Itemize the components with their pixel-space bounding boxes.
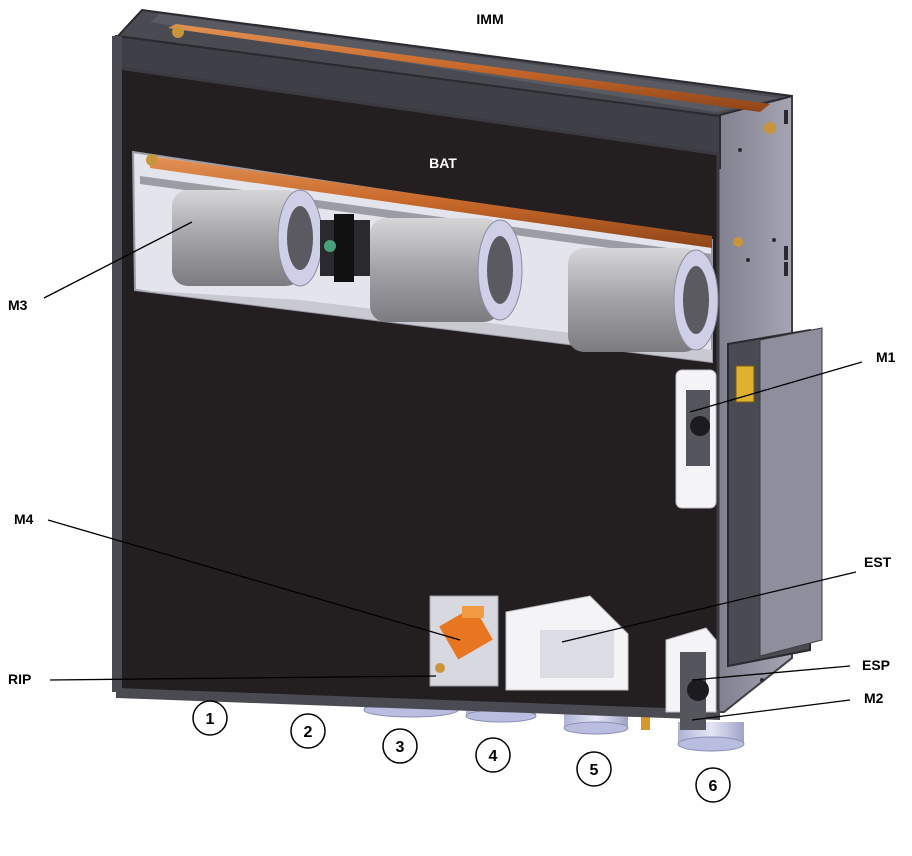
bottom-frame: [116, 688, 720, 720]
leader-rip: [49, 675, 437, 681]
callout-2: 2: [290, 713, 326, 749]
callout-5: 5: [576, 751, 612, 787]
leader-lines: [43, 221, 863, 721]
label-est: EST: [864, 554, 892, 570]
label-m2: M2: [864, 690, 884, 706]
leader-esp: [691, 665, 851, 681]
fan-left: [172, 189, 323, 287]
label-m3: M3: [8, 297, 28, 313]
callout-1-text: 1: [206, 711, 215, 728]
callout-5-text: 5: [590, 762, 599, 779]
callout-3-text: 3: [396, 739, 405, 756]
m4-damper-opening: [429, 595, 499, 687]
leader-m2: [691, 699, 851, 721]
top-valve-fitting: [172, 26, 184, 38]
label-imm: IMM: [476, 11, 503, 27]
terminal-block: [735, 365, 755, 403]
leader-est: [561, 571, 857, 643]
callout-6-text: 6: [709, 778, 718, 795]
m1-motor-bay: [675, 369, 717, 509]
outlet-callouts: 1 2 3 4 5 6: [192, 700, 731, 803]
fan-right: [568, 248, 719, 352]
esp-m2-bay: [665, 627, 717, 730]
fan-motor: [320, 214, 370, 282]
label-m4: M4: [14, 511, 34, 527]
coil-copper-pipe: [150, 156, 712, 248]
top-copper-pipe: [168, 24, 770, 112]
label-rip: RIP: [8, 671, 31, 687]
label-esp: ESP: [862, 657, 890, 673]
fan-center: [370, 218, 523, 322]
callout-4-text: 4: [489, 748, 498, 765]
leader-m3: [43, 221, 193, 299]
left-edge-frame: [112, 36, 122, 692]
callout-1: 1: [192, 700, 228, 736]
drain-fitting: [641, 712, 650, 730]
label-m1: M1: [876, 349, 896, 365]
callout-4: 4: [475, 737, 511, 773]
callout-6: 6: [695, 767, 731, 803]
label-bat: BAT: [429, 155, 457, 171]
electrical-box-side: [759, 327, 823, 657]
brass-fittings: [733, 122, 776, 247]
fan-compartment-floor: [135, 290, 712, 362]
leader-m1: [689, 361, 863, 413]
leader-m4: [47, 519, 461, 641]
callout-3: 3: [382, 728, 418, 764]
coil-valve-fitting: [146, 154, 158, 166]
callout-2-text: 2: [304, 724, 313, 741]
